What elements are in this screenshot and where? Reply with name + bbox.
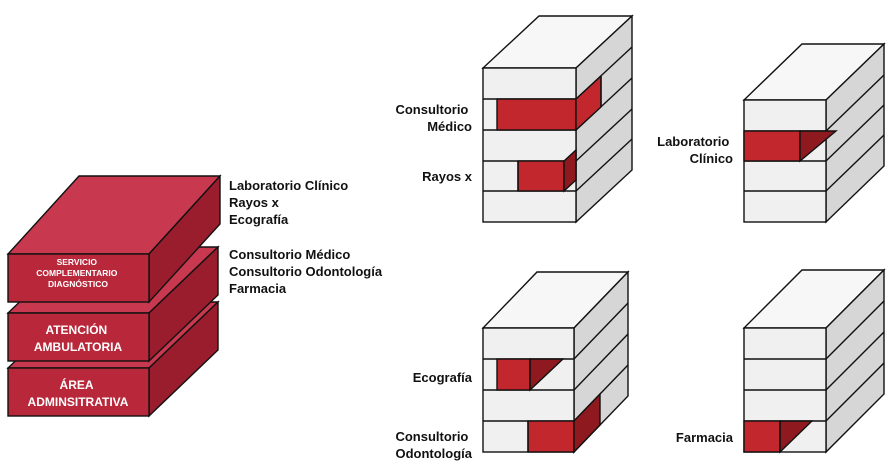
highlight-brick-front bbox=[743, 420, 781, 453]
block-label-line: Odontología bbox=[395, 446, 472, 461]
layer-front-face bbox=[7, 253, 150, 303]
block-label-line: Consultorio bbox=[395, 429, 468, 444]
block-label-line: Consultorio bbox=[395, 102, 468, 117]
highlight-brick-front bbox=[527, 420, 575, 453]
highlight-brick-side bbox=[573, 392, 601, 454]
layer-front-face bbox=[7, 312, 150, 362]
block-label-line: Laboratorio bbox=[657, 134, 729, 149]
top-services-list: Laboratorio Clínico Rayos x Ecografía bbox=[229, 178, 352, 227]
layer-label-line: AMBULATORIA bbox=[34, 340, 123, 354]
layer-label-line: COMPLEMENTARIO bbox=[36, 268, 117, 278]
block-label: Consultorio Médico bbox=[395, 102, 472, 134]
layer-label-line: SERVICIO bbox=[57, 257, 98, 267]
block-label: Rayos x bbox=[422, 169, 473, 184]
mid-services-list: Consultorio Médico Consultorio Odontolog… bbox=[229, 247, 386, 296]
block-label-line: Médico bbox=[427, 119, 472, 134]
service-list-item: Laboratorio Clínico bbox=[229, 178, 348, 193]
block-label: Ecografía bbox=[413, 370, 473, 385]
svg-text:ÁREA ADMINSITRATIVA: ÁREA ADMINSITRATIVA bbox=[28, 377, 129, 409]
block-farmacia bbox=[742, 268, 886, 454]
highlight-brick-front bbox=[496, 98, 577, 131]
service-list-item: Farmacia bbox=[229, 281, 287, 296]
block-laboratorio bbox=[742, 42, 886, 224]
service-list-item: Consultorio Odontología bbox=[229, 264, 383, 279]
layer-stack: ÁREA ADMINSITRATIVA ATENCIÓN AMBULATORIA… bbox=[6, 174, 222, 418]
highlight-brick-wedge bbox=[799, 130, 838, 163]
svg-text:ATENCIÓN AMBULATORIA: ATENCIÓN AMBULATORIA bbox=[34, 322, 123, 354]
block-front-face bbox=[482, 67, 577, 223]
layer-front-face bbox=[7, 367, 150, 417]
block-label-line: Clínico bbox=[690, 151, 733, 166]
highlight-brick-front bbox=[517, 160, 565, 192]
layer-label-line: ÁREA bbox=[60, 377, 94, 392]
block-label: Farmacia bbox=[676, 430, 734, 445]
layer-label-line: DIAGNÓSTICO bbox=[48, 278, 108, 289]
service-list-item: Ecografía bbox=[229, 212, 289, 227]
service-list-item: Consultorio Médico bbox=[229, 247, 350, 262]
block-label: Laboratorio Clínico bbox=[657, 134, 733, 166]
block-consultorio-rayos bbox=[481, 14, 634, 224]
highlight-brick-front bbox=[496, 358, 531, 391]
block-ecografia-odontologia bbox=[481, 270, 630, 454]
service-list-item: Rayos x bbox=[229, 195, 280, 210]
block-label: Consultorio Odontología bbox=[395, 429, 472, 461]
svg-text:SERVICIO COMPLEMENTARI: SERVICIO COMPLEMENTARIO DIAGNÓSTICO bbox=[36, 257, 119, 289]
layer-label-line: ADMINSITRATIVA bbox=[28, 395, 129, 409]
layer-label-line: ATENCIÓN bbox=[45, 322, 107, 337]
layer-servicio-complementario: SERVICIO COMPLEMENTARIO DIAGNÓSTICO bbox=[6, 174, 222, 304]
highlight-brick-side bbox=[563, 148, 577, 193]
highlight-brick-front bbox=[743, 130, 801, 162]
